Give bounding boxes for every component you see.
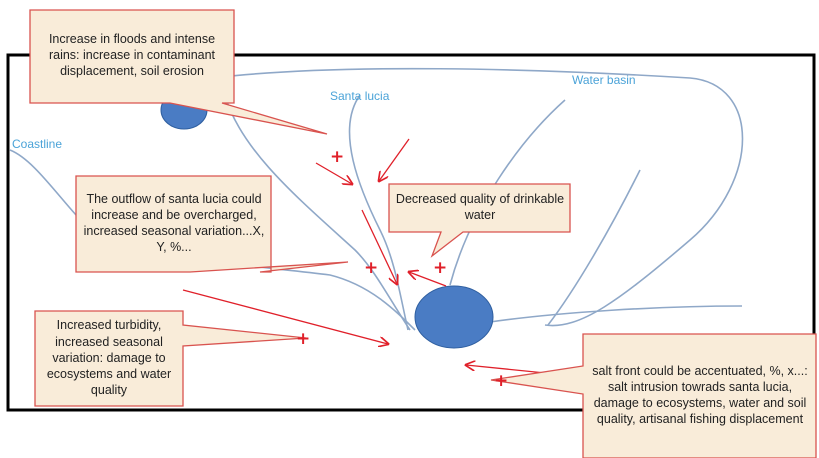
plus-marker-floods: + <box>330 147 345 167</box>
arrow-contaminants-2 <box>379 138 410 181</box>
callout-turbidity-bubble <box>34 310 307 407</box>
tributary-far-east <box>547 169 641 326</box>
plus-marker-turbidity: + <box>296 329 311 349</box>
label-water-basin: Water basin <box>572 73 636 87</box>
santa-lucia-river <box>348 94 409 331</box>
label-santa-lucia: Santa lucia <box>330 89 390 103</box>
arrow-turbidity <box>182 289 388 344</box>
callout-salt-text: salt front could be accentuated, %, x...… <box>592 363 808 427</box>
water-basin-outline <box>184 67 744 327</box>
callout-outflow-text: The outflow of santa lucia could increas… <box>83 191 265 255</box>
callout-salt-bubble <box>490 333 817 458</box>
plus-marker-outflow: + <box>364 258 379 278</box>
map-frame <box>6 53 816 412</box>
arrow-drinkable <box>409 272 447 287</box>
plus-marker-salt: + <box>494 371 509 391</box>
callout-floods-bubble <box>29 9 328 135</box>
callout-drinkable-text: Decreased quality of drinkable water <box>395 191 565 222</box>
callout-turbidity-text: Increased turbidity, increased seasonal … <box>46 318 172 398</box>
arrow-outflow <box>361 209 397 284</box>
tributary-east <box>449 99 566 286</box>
arrow-contaminants-1 <box>315 162 352 184</box>
tributary-upper-west <box>224 94 411 331</box>
estuary-lake <box>414 285 494 349</box>
callout-outflow-bubble <box>75 175 349 273</box>
outflow-line <box>489 305 743 323</box>
river-lines <box>9 67 744 331</box>
callout-drinkable-bubble <box>388 183 571 258</box>
label-coastline: Coastline <box>12 137 63 151</box>
plus-marker-drinkable: + <box>433 258 448 278</box>
callout-floods-text: Increase in floods and intense rains: in… <box>48 31 216 79</box>
